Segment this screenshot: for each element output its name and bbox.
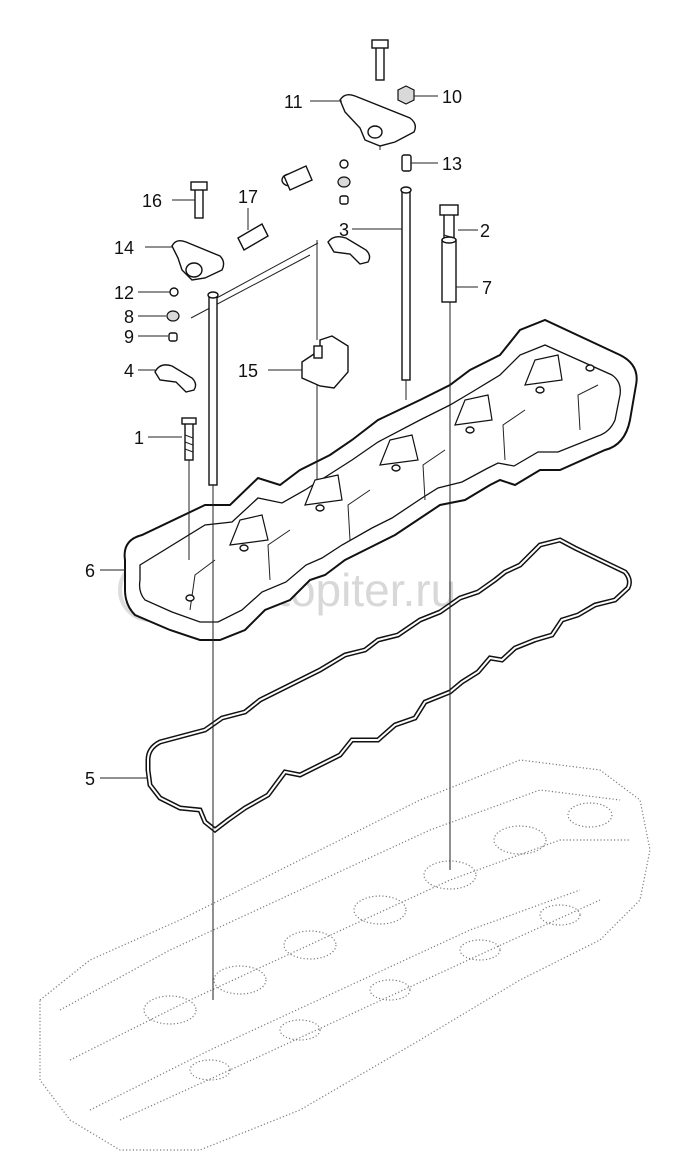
- part-rocker-14: [171, 181, 225, 281]
- callout-14: 14: [114, 238, 134, 258]
- part-small-parts: [166, 154, 412, 342]
- callout-2: 2: [480, 221, 490, 241]
- part-pushrod-3: [400, 186, 412, 381]
- callout-7: 7: [482, 278, 492, 298]
- callout-labels: 1 2 3 4 5 6 7 8 9 10 11 12 13 14 15 16 1…: [85, 87, 492, 789]
- part-bridge-4: [154, 235, 371, 393]
- part-bracket-15: [301, 335, 349, 389]
- callout-12: 12: [114, 283, 134, 303]
- callout-15: 15: [238, 361, 258, 381]
- leader-lines: [100, 95, 478, 779]
- callout-11: 11: [284, 92, 303, 112]
- part-pin-17: [237, 165, 313, 251]
- callout-10: 10: [442, 87, 462, 107]
- callout-13: 13: [442, 154, 462, 174]
- valve-cover: [123, 318, 638, 641]
- part-pushrod-left: [207, 291, 219, 486]
- callout-6: 6: [85, 561, 95, 581]
- part-nut-10: [397, 85, 415, 105]
- callout-8: 8: [124, 307, 134, 327]
- callout-9: 9: [124, 327, 134, 347]
- part-bolt-1: [181, 417, 197, 461]
- part-rocker-11: [339, 39, 417, 147]
- callout-16: 16: [142, 191, 162, 211]
- callout-17: 17: [238, 187, 258, 207]
- part-sleeve-7: [441, 236, 457, 303]
- callout-5: 5: [85, 769, 95, 789]
- callout-1: 1: [134, 428, 144, 448]
- callout-3: 3: [339, 220, 349, 240]
- callout-4: 4: [124, 361, 134, 381]
- cylinder-head-outline: [39, 759, 651, 1151]
